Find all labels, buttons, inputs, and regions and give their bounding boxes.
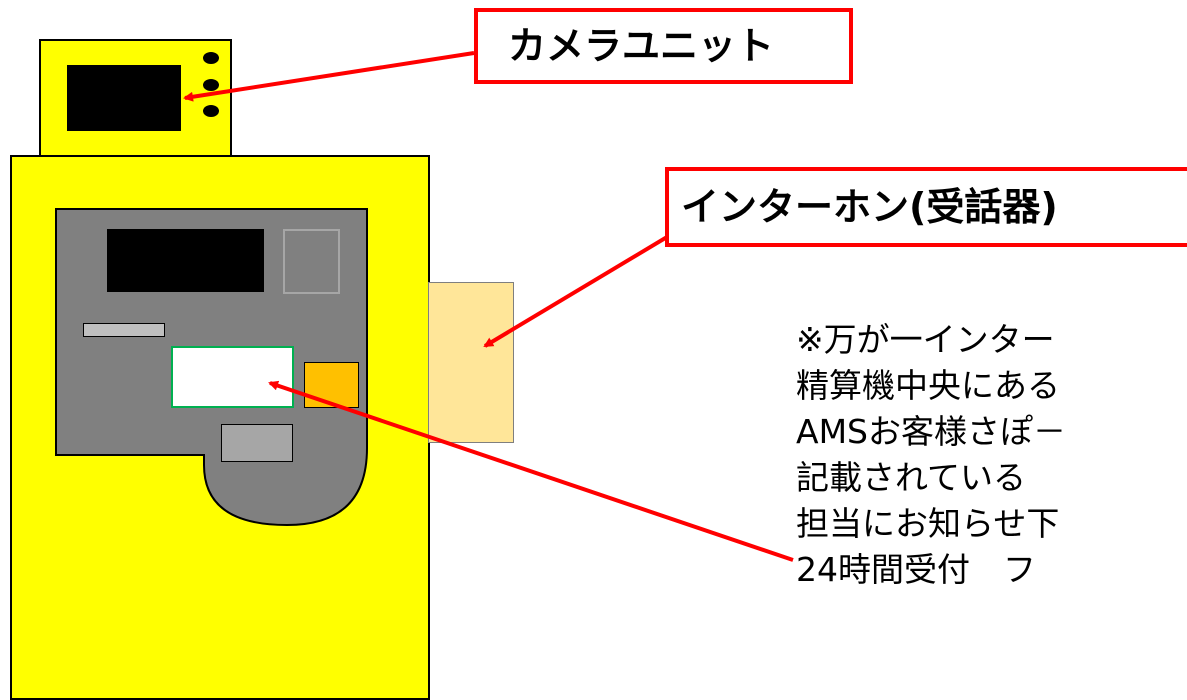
camera-indicator-light: [203, 105, 219, 117]
note-line: 24時間受付 フ: [796, 550, 1036, 589]
intercom-handset: [428, 282, 514, 443]
card-slot: [83, 323, 165, 337]
camera-arrow: [183, 51, 475, 102]
note-line: 精算機中央にある: [796, 366, 1060, 405]
note-text: ※万が一インター 精算機中央にある AMSお客様さぽ－ 記載されている 担当にお…: [796, 317, 1066, 593]
secondary-window: [283, 229, 340, 294]
support-contact-label: [171, 346, 294, 408]
intercom-callout-text: インターホン(受話器): [681, 185, 1058, 229]
camera-unit-callout: カメラユニット: [474, 8, 853, 84]
coin-slot: [221, 424, 293, 462]
camera-unit-callout-text: カメラユニット: [508, 24, 775, 68]
support-label-arrow: [268, 380, 794, 562]
call-button: [304, 362, 359, 408]
camera-lens-window: [67, 65, 181, 131]
display-screen: [107, 229, 264, 292]
intercom-callout: インターホン(受話器): [665, 167, 1187, 247]
camera-indicator-light: [203, 79, 219, 91]
intercom-arrow: [483, 235, 669, 348]
note-line: 記載されている: [796, 458, 1027, 497]
camera-indicator-light: [203, 52, 219, 64]
note-line: ※万が一インター: [796, 320, 1055, 359]
note-line: 担当にお知らせ下: [796, 504, 1060, 543]
note-line: AMSお客様さぽ－: [796, 412, 1066, 451]
